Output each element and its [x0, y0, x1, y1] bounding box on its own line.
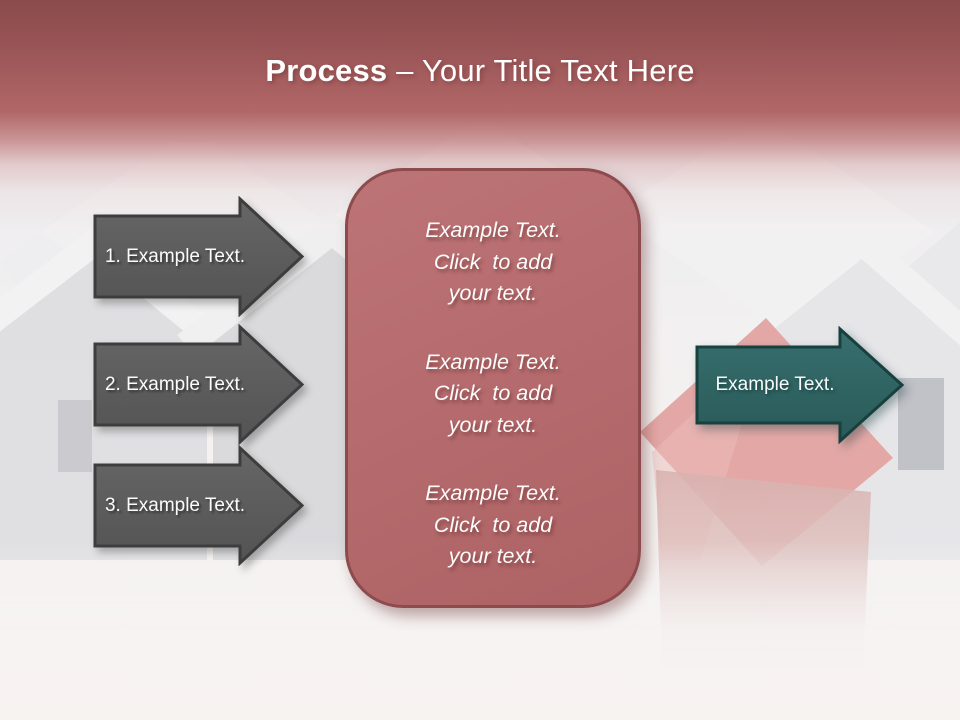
right-arrow-shape-icon — [695, 326, 905, 444]
title-keyword: Process — [265, 53, 388, 88]
text-line: Click to add — [433, 381, 553, 405]
right-arrow-shape-icon — [93, 324, 305, 445]
text-line: your text. — [448, 412, 538, 437]
center-text-box[interactable]: Example Text. Click to add your text. Ex… — [345, 168, 641, 608]
page-title: Process – Your Title Text Here — [0, 53, 960, 89]
step-arrow-1[interactable]: 1. Example Text. — [93, 196, 305, 317]
text-line: your text. — [448, 281, 538, 305]
text-line: Example Text. — [425, 218, 561, 242]
title-subtitle: – Your Title Text Here — [387, 53, 695, 88]
output-arrow[interactable]: Example Text. — [695, 326, 906, 444]
right-arrow-shape-icon — [93, 445, 305, 566]
output-arrow-label: Example Text. — [715, 374, 835, 395]
text-line: your text. — [448, 544, 538, 568]
step-1-label: 1. Example Text. — [104, 245, 246, 267]
text-block-1: Example Text. Click to add your text. — [425, 215, 560, 310]
step-3-label: 3. Example Text. — [104, 494, 246, 516]
text-block-2: Example Text. Click to add your text. — [425, 347, 560, 442]
step-2-label: 2. Example Text. — [104, 373, 246, 395]
step-arrow-2[interactable]: 2. Example Text. — [93, 324, 305, 445]
text-line: Example Text. — [425, 349, 561, 374]
text-line: Click to add — [433, 512, 553, 537]
text-line: Click to add — [433, 249, 553, 274]
right-arrow-shape-icon — [93, 196, 305, 317]
step-arrow-3[interactable]: 3. Example Text. — [93, 445, 305, 566]
text-line: Example Text. — [425, 481, 561, 505]
text-block-3: Example Text. Click to add your text. — [425, 478, 560, 573]
